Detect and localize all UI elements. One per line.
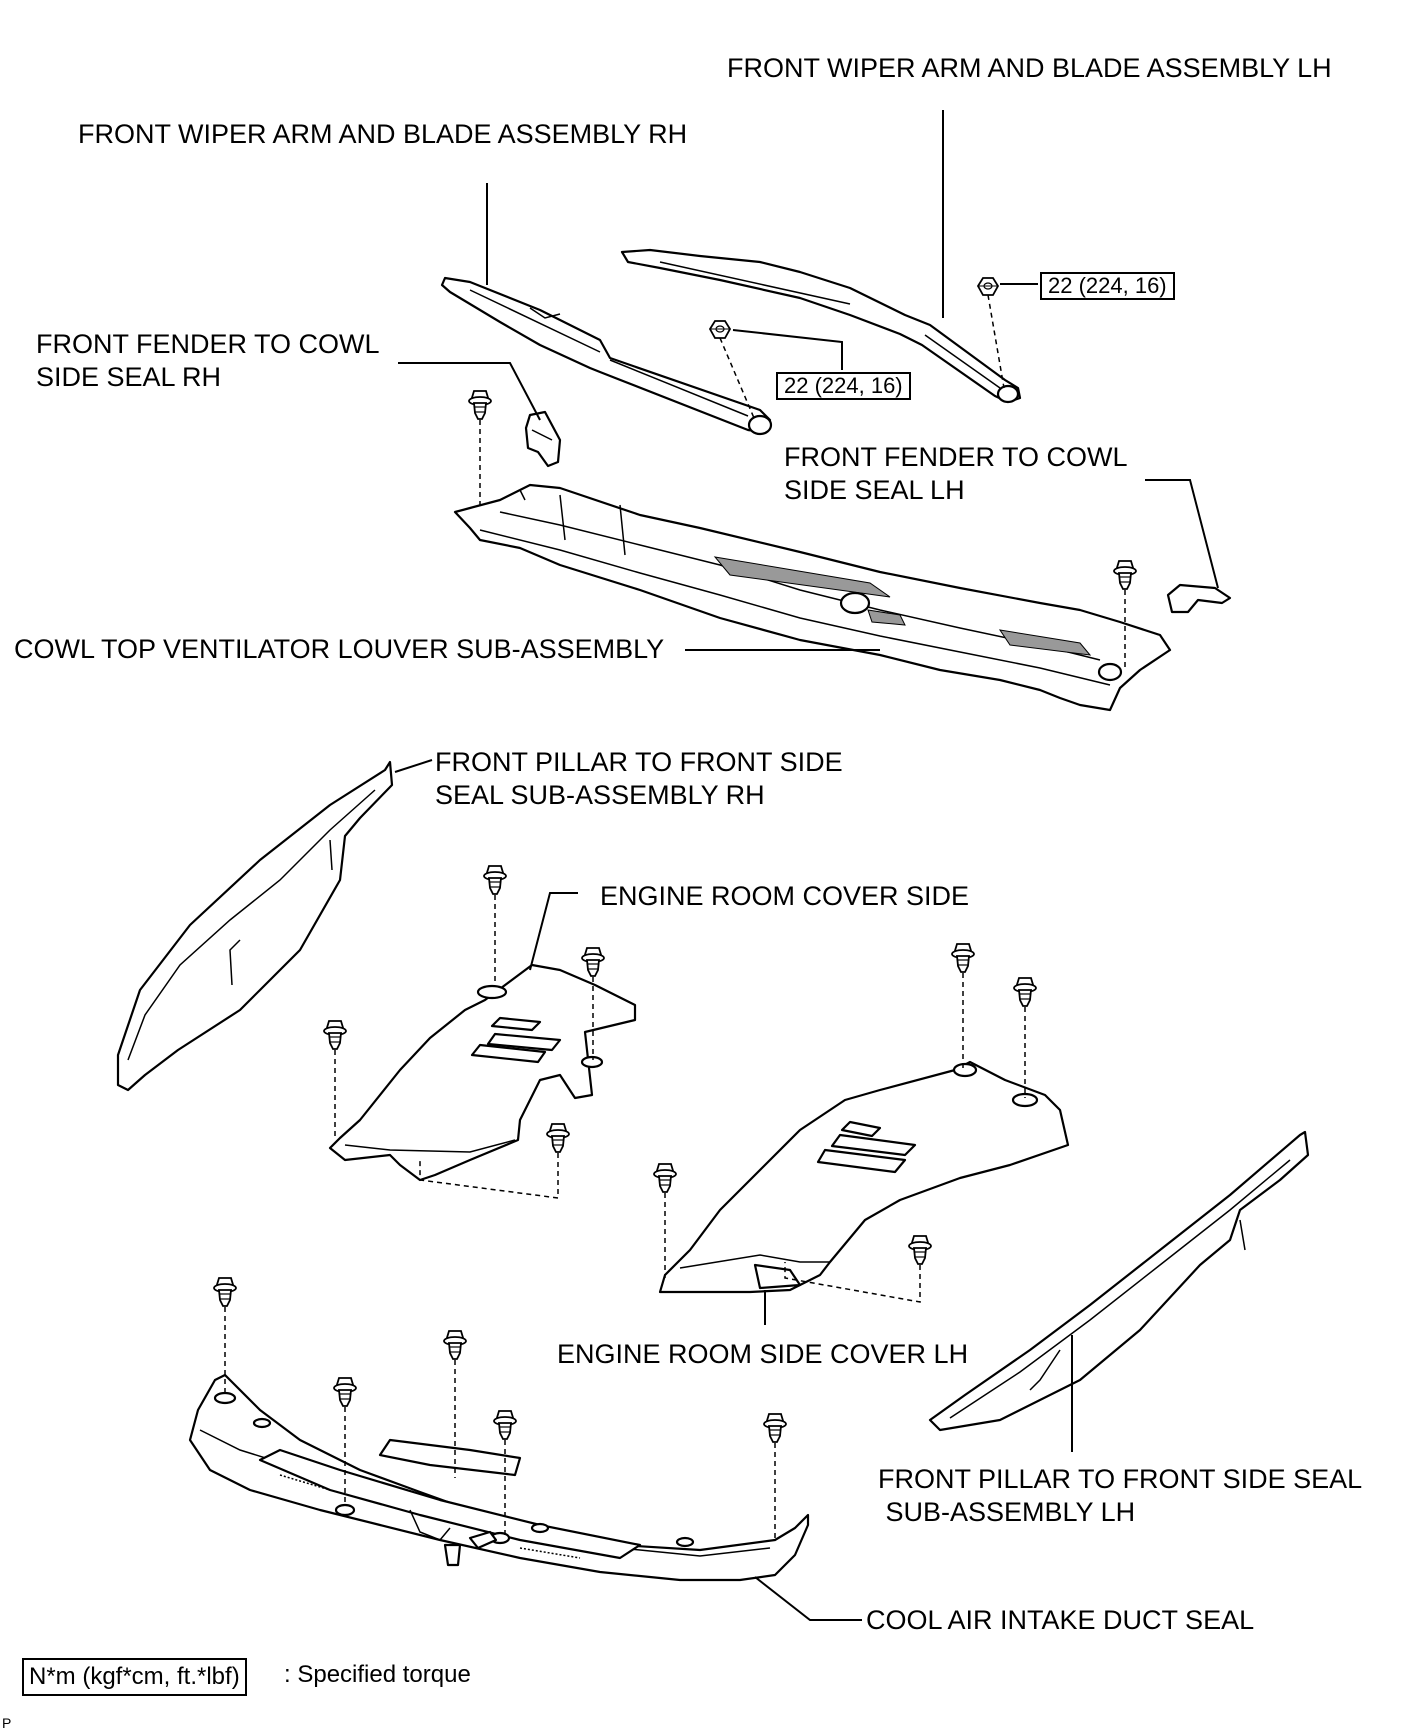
- side-cover-clip-2: [1013, 977, 1037, 1007]
- pillar-seal-rh: [116, 760, 394, 1092]
- cowl-louver: [453, 483, 1172, 712]
- label-pillar-seal-lh: FRONT PILLAR TO FRONT SIDE SEAL SUB-ASSE…: [878, 1464, 1363, 1527]
- legend-unit-box: N*m (kgf*cm, ft.*lbf): [22, 1658, 247, 1696]
- cowl-clip-rh: [468, 390, 492, 420]
- seal-clip-3: [443, 1330, 467, 1360]
- seal-clip-4: [493, 1410, 517, 1440]
- cover-clip-4: [546, 1123, 570, 1153]
- label-fender-seal-rh: FRONT FENDER TO COWL SIDE SEAL RH: [36, 329, 380, 392]
- label-cool-air-seal: COOL AIR INTAKE DUCT SEAL: [866, 1605, 1255, 1635]
- label-fender-seal-lh: FRONT FENDER TO COWL SIDE SEAL LH: [784, 442, 1128, 505]
- cool-air-intake-duct-seal: [188, 1373, 810, 1582]
- pillar-seal-lh: [928, 1130, 1310, 1432]
- label-wiper-lh: FRONT WIPER ARM AND BLADE ASSEMBLY LH: [727, 53, 1332, 83]
- fender-seal-lh: [1166, 583, 1232, 614]
- label-wiper-rh: FRONT WIPER ARM AND BLADE ASSEMBLY RH: [78, 119, 688, 149]
- cover-clip-3: [323, 1020, 347, 1050]
- engine-room-cover-side: [328, 963, 637, 1182]
- torque-box-lh: 22 (224, 16): [1040, 272, 1175, 300]
- cover-clip-2: [581, 947, 605, 977]
- label-pillar-seal-rh: FRONT PILLAR TO FRONT SIDE SEAL SUB-ASSE…: [435, 747, 843, 810]
- cover-clip-1: [483, 865, 507, 895]
- wiper-arm-rh: [440, 276, 773, 436]
- wiper-nut-lh: [977, 277, 999, 296]
- side-cover-clip-1: [951, 943, 975, 973]
- engine-room-side-cover-lh: [658, 1060, 1070, 1294]
- figure-id: P: [2, 1715, 12, 1731]
- legend-text: : Specified torque: [284, 1661, 471, 1688]
- fender-seal-rh: [524, 410, 562, 468]
- wiper-nut-rh: [709, 320, 731, 339]
- side-cover-clip-3: [653, 1163, 677, 1193]
- label-cowl-louver: COWL TOP VENTILATOR LOUVER SUB-ASSEMBLY: [14, 634, 665, 664]
- label-engine-side-cover-lh: ENGINE ROOM SIDE COVER LH: [557, 1339, 969, 1369]
- label-engine-cover-side: ENGINE ROOM COVER SIDE: [600, 881, 970, 911]
- torque-box-rh: 22 (224, 16): [776, 372, 911, 400]
- cowl-clip-lh: [1113, 560, 1137, 590]
- seal-clip-1: [213, 1277, 237, 1307]
- seal-clip-5: [763, 1413, 787, 1443]
- side-cover-clip-4: [908, 1235, 932, 1265]
- seal-clip-2: [333, 1377, 357, 1407]
- wiper-arm-lh: [620, 248, 1022, 404]
